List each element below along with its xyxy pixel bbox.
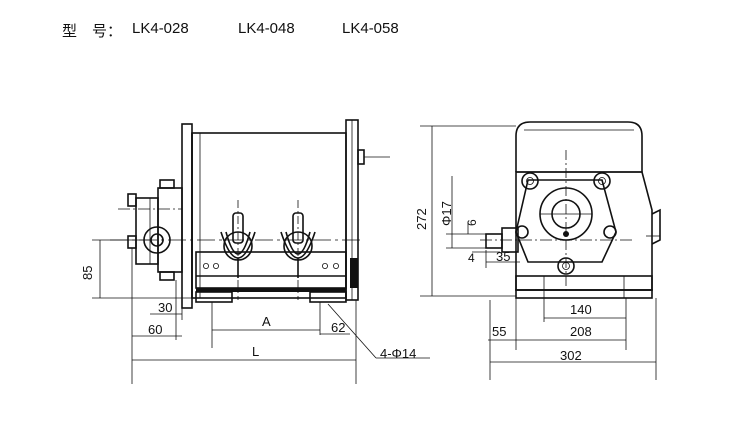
- model-label: 型 号：: [62, 23, 123, 40]
- model-lk4-048: LK4-048: [238, 20, 295, 37]
- model-lk4-058: LK4-058: [342, 20, 399, 37]
- base-rail: [195, 251, 347, 289]
- dim-85: 85: [80, 239, 200, 299]
- dim-140-label: 140: [570, 302, 592, 317]
- dim-holes-label: 4-Φ14: [380, 346, 416, 361]
- foot-right: [309, 291, 347, 303]
- dim-60-label: 60: [148, 322, 162, 337]
- dim-62-label: 62: [331, 320, 345, 335]
- dim-l-label: L: [252, 344, 259, 359]
- dim-55-label: 55: [492, 324, 506, 339]
- end-housing-body: [515, 171, 653, 291]
- dim-85-label: 85: [80, 266, 95, 280]
- dim-30-label: 30: [158, 300, 172, 315]
- left-flange: [181, 123, 193, 309]
- dim-phi17-label: Φ17: [439, 201, 454, 226]
- end-view: 272 Φ17 6 4 35 140 55 208 302: [414, 121, 661, 380]
- cam-block: [157, 187, 183, 273]
- dim-35-label: 35: [496, 249, 510, 264]
- drum-body: [191, 132, 347, 299]
- side-view: 85 30 60 A 62 L 4-Φ14: [80, 119, 430, 384]
- dim-4-label: 4: [468, 251, 475, 265]
- dim-208-label: 208: [570, 324, 592, 339]
- model-lk4-028: LK4-028: [132, 20, 189, 37]
- end-housing-top: [515, 121, 643, 172]
- dim-302-label: 302: [560, 348, 582, 363]
- dim-a-label: A: [262, 314, 271, 329]
- dim-272-label: 272: [414, 208, 429, 230]
- foot-left: [195, 291, 233, 303]
- dim-6-label: 6: [465, 219, 479, 226]
